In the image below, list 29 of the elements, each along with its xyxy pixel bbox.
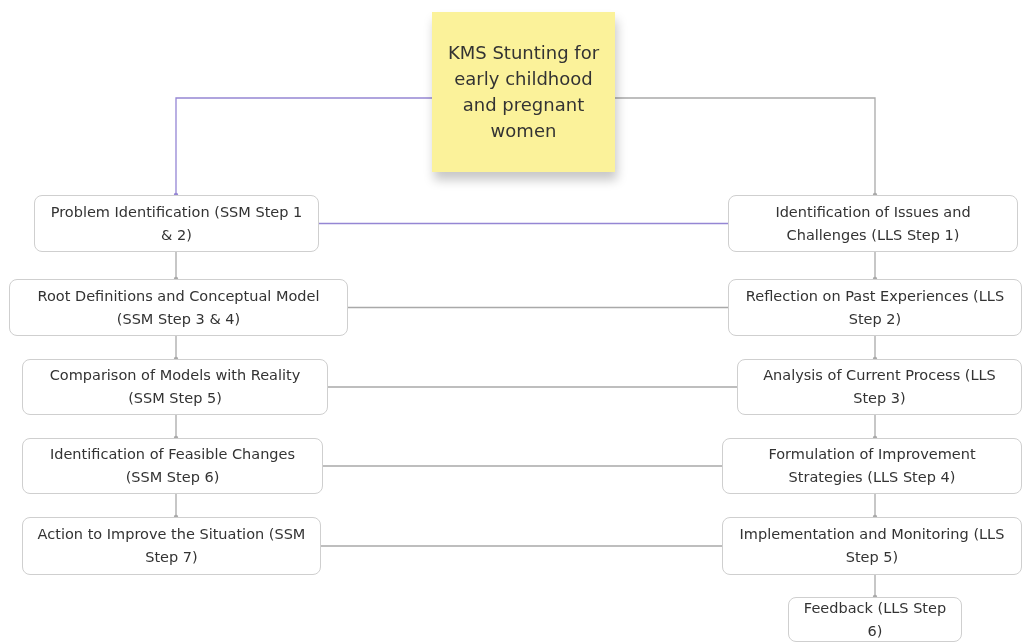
node-text: Feedback (LLS Step 6) <box>802 598 948 641</box>
process-box <box>728 195 1018 252</box>
node-text: Implementation and Monitoring (LLS Step 5) <box>738 525 1006 567</box>
node-text: Comparison of Models with Reality (SSM Step 5) <box>48 366 302 408</box>
node-text: KMS Stunting for early childhood and pregnant women <box>446 41 601 143</box>
process-box <box>22 359 328 415</box>
node-text: Analysis of Current Process (LLS Step 3) <box>762 366 997 408</box>
process-box <box>22 517 321 575</box>
process-box <box>22 438 323 494</box>
process-box <box>34 195 319 252</box>
node-text: Problem Identification (SSM Step 1 & 2) <box>49 202 304 245</box>
process-box <box>788 597 962 642</box>
connector <box>320 545 723 547</box>
process-box <box>9 279 348 336</box>
connector <box>318 222 729 225</box>
sticky-note <box>432 12 615 172</box>
process-box <box>728 279 1022 336</box>
process-box <box>722 517 1022 575</box>
node-text: Action to Improve the Situation (SSM Step 7) <box>36 525 307 567</box>
connector <box>327 386 738 388</box>
connector <box>347 306 729 309</box>
node-text: Root Definitions and Conceptual Model (SSM Step 3 & 4) <box>36 286 321 329</box>
node-text: Formulation of Improvement Strategies (LLS Step 4) <box>767 445 977 487</box>
node-text: Reflection on Past Experiences (LLS Step 2) <box>744 286 1006 329</box>
node-text: Identification of Issues and Challenges (LLS Step 1) <box>774 202 972 245</box>
process-box <box>737 359 1022 415</box>
node-text: Identification of Feasible Changes (SSM Step 6) <box>48 445 296 487</box>
connector <box>322 465 723 467</box>
process-box <box>722 438 1022 494</box>
